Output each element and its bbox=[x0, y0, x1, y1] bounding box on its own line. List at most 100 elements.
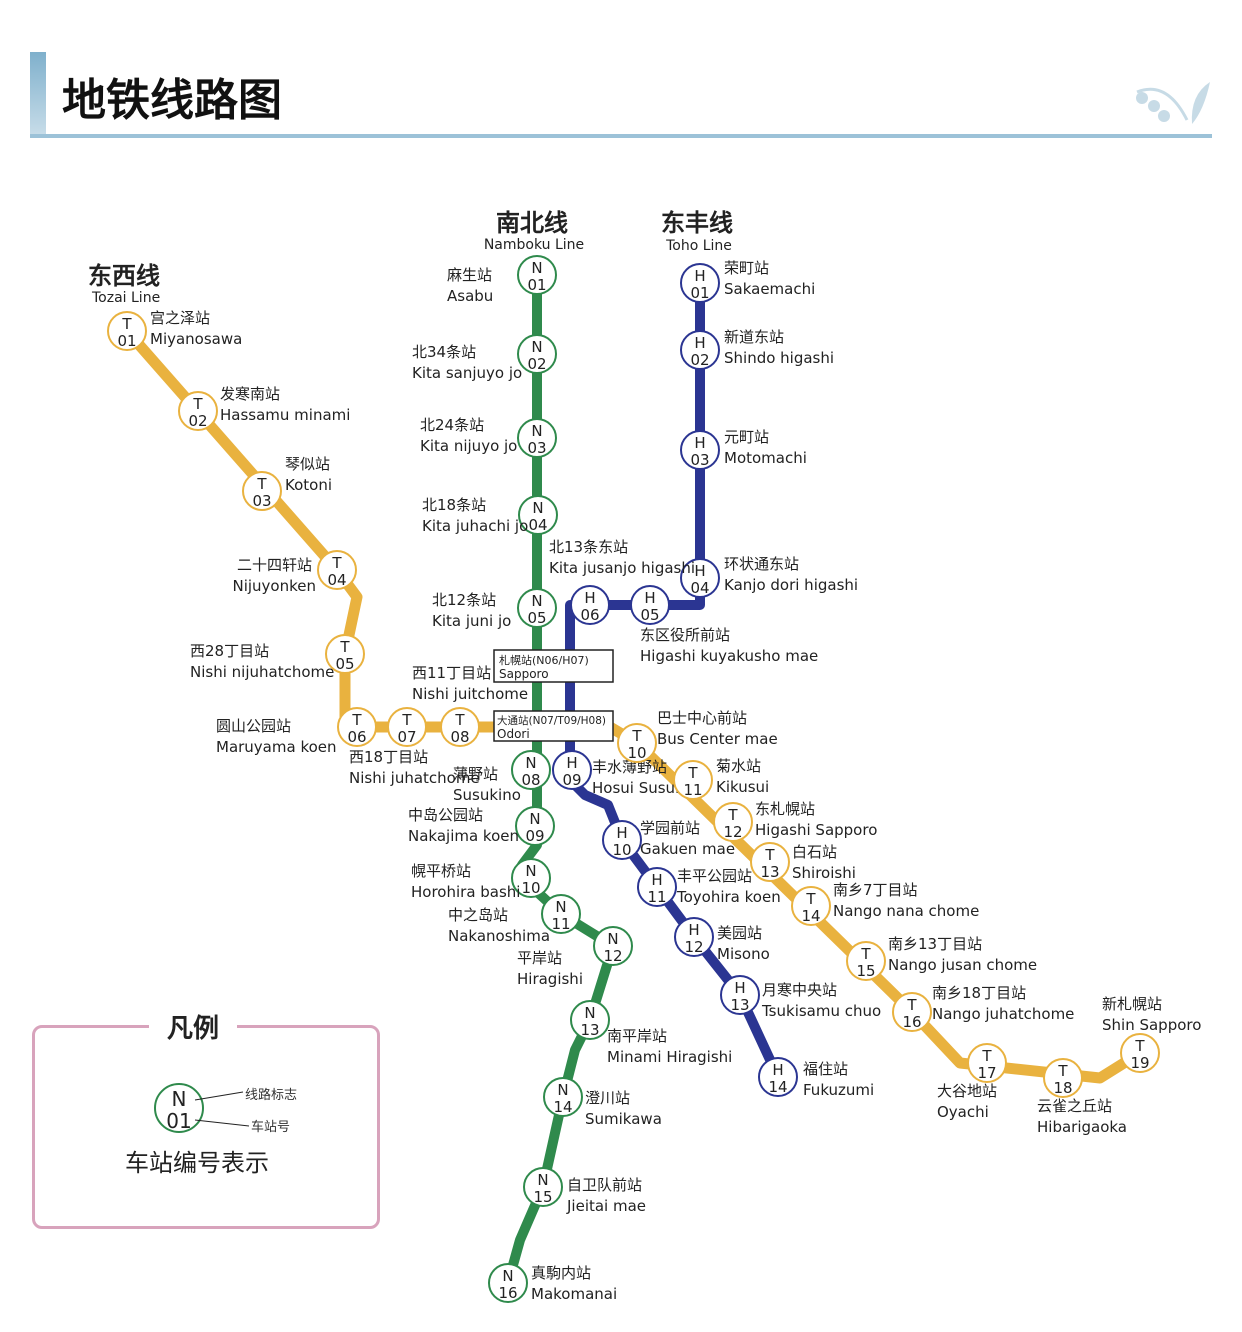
station-name-en: Kita juni jo bbox=[432, 612, 511, 630]
station-line-letter: N bbox=[531, 422, 542, 440]
station-line-letter: H bbox=[584, 589, 595, 607]
station-name-zh: 澄川站 bbox=[585, 1089, 630, 1107]
station-name-en: Maruyama koen bbox=[216, 738, 337, 756]
odori-transfer-box[interactable]: 大通站(N07/T09/H08) Odori bbox=[493, 710, 614, 742]
station-number: 15 bbox=[856, 962, 875, 980]
station-marker bbox=[713, 802, 753, 842]
station-marker bbox=[593, 926, 633, 966]
station-name-zh: 环状通东站 bbox=[724, 555, 799, 573]
station-number: 05 bbox=[640, 606, 659, 624]
legend-sample-line: N bbox=[172, 1087, 187, 1111]
station-name-zh: 月寒中央站 bbox=[762, 981, 837, 999]
station-number: 02 bbox=[527, 355, 546, 373]
station-marker bbox=[673, 760, 713, 800]
station-name-en: Oyachi bbox=[937, 1103, 989, 1121]
station-number: 18 bbox=[1053, 1079, 1072, 1097]
station-line-letter: H bbox=[694, 562, 705, 580]
station-number: 06 bbox=[580, 606, 599, 624]
station-name-en: Nango jusan chome bbox=[888, 956, 1037, 974]
station-line-letter: N bbox=[537, 1171, 548, 1189]
station-number: 16 bbox=[498, 1284, 517, 1302]
station-line-letter: N bbox=[532, 499, 543, 517]
station-name-zh: 新道东站 bbox=[724, 328, 784, 346]
station-name-zh: 二十四轩站 bbox=[237, 556, 312, 574]
station-name-en: Kita juhachi jo bbox=[422, 517, 528, 535]
station-name-zh: 幌平桥站 bbox=[411, 862, 471, 880]
station-marker bbox=[178, 391, 218, 431]
station-line-letter: H bbox=[566, 754, 577, 772]
station-name-zh: 南平岸站 bbox=[607, 1027, 667, 1045]
station-number: 01 bbox=[117, 332, 136, 350]
station-line-letter: T bbox=[256, 475, 267, 493]
station-marker bbox=[543, 1077, 583, 1117]
station-marker bbox=[750, 842, 790, 882]
namboku-line-subtitle: Namboku Line bbox=[484, 237, 584, 253]
header-accent-bar bbox=[30, 52, 46, 136]
legend-station-number-label: 车站号 bbox=[251, 1120, 291, 1135]
page-title: 地铁线路图 bbox=[62, 75, 282, 126]
station-name-zh: 中岛公园站 bbox=[408, 806, 483, 824]
sapporo-transfer-box[interactable]: 札幌站(N06/H07) Sapporo bbox=[493, 649, 614, 683]
station-name-zh: 学园前站 bbox=[640, 819, 700, 837]
station-marker bbox=[511, 750, 551, 790]
station-line-letter: T bbox=[687, 764, 698, 782]
toho-line-subtitle: Toho Line bbox=[665, 238, 732, 254]
station-line-letter: H bbox=[644, 589, 655, 607]
station-line-letter: T bbox=[981, 1047, 992, 1065]
station-name-en: Kita sanjuyo jo bbox=[412, 364, 522, 382]
station-number: 11 bbox=[551, 915, 570, 933]
station-marker bbox=[317, 550, 357, 590]
station-name-en: Nakajima koen bbox=[408, 827, 519, 845]
station-line-letter: N bbox=[525, 754, 536, 772]
station-line-letter: T bbox=[351, 711, 362, 729]
station-name-zh: 薄野站 bbox=[453, 765, 498, 783]
station-marker bbox=[511, 858, 551, 898]
legend-caption: 车站编号表示 bbox=[125, 1149, 269, 1177]
station-name-en: Hiragishi bbox=[517, 970, 583, 988]
